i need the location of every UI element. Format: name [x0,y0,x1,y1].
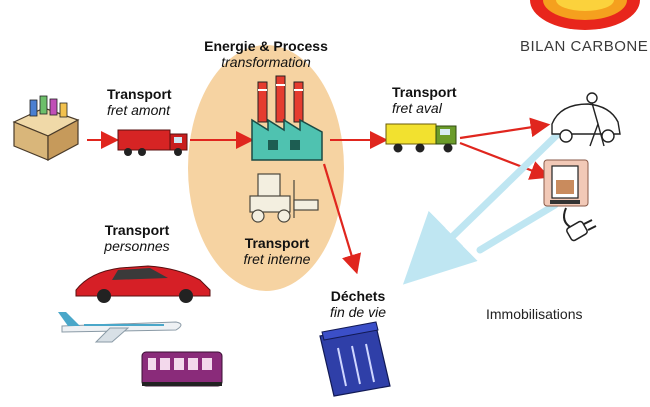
airplane-icon [58,312,182,343]
dechets-label: Déchets fin de vie [318,288,398,320]
personnes-title: Transport [104,222,170,238]
dechets-title: Déchets [330,288,386,304]
fret-interne-subtitle: fret interne [243,251,311,268]
car-user-icon [551,92,621,147]
energie-subtitle: transformation [221,54,311,71]
raw-materials-box-icon [12,95,80,161]
dechets-subtitle: fin de vie [329,304,387,321]
personnes-subtitle: personnes [104,238,170,255]
immobilisations-label: Immobilisations [486,306,583,322]
train-icon [141,351,223,387]
arrow-truck-to-car [459,117,551,140]
personnes-label: Transport personnes [94,222,180,254]
passenger-car-icon [75,265,211,303]
fret-aval-label: Transport fret aval [392,84,457,116]
trash-bin-icon [319,321,391,397]
arrow-factory-to-waste [322,163,362,275]
forklift-icon [249,173,319,223]
process-ellipse [188,45,344,291]
fret-amont-label: Transport fret amont [107,86,172,118]
arrow-truck-to-coffee [459,141,551,180]
fret-aval-subtitle: fret aval [392,100,442,117]
fret-amont-subtitle: fret amont [107,102,171,119]
fret-aval-title: Transport [392,84,457,100]
fret-interne-label: Transport fret interne [232,235,322,267]
energie-title: Energie & Process [204,38,328,54]
coffee-maker-icon [543,159,589,207]
factory-icon [251,75,323,161]
energie-process-label: Energie & Process transformation [203,38,329,70]
fret-amont-title: Transport [107,86,172,102]
delivery-truck-yellow-icon [385,123,457,153]
freight-truck-red-icon [117,129,188,156]
arrow-return-to-waste [402,128,564,285]
power-plug-icon [563,207,597,242]
fret-interne-title: Transport [244,235,310,251]
brand-title: BILAN CARBONE [520,38,649,55]
bilan-carbone-logo [530,0,640,30]
